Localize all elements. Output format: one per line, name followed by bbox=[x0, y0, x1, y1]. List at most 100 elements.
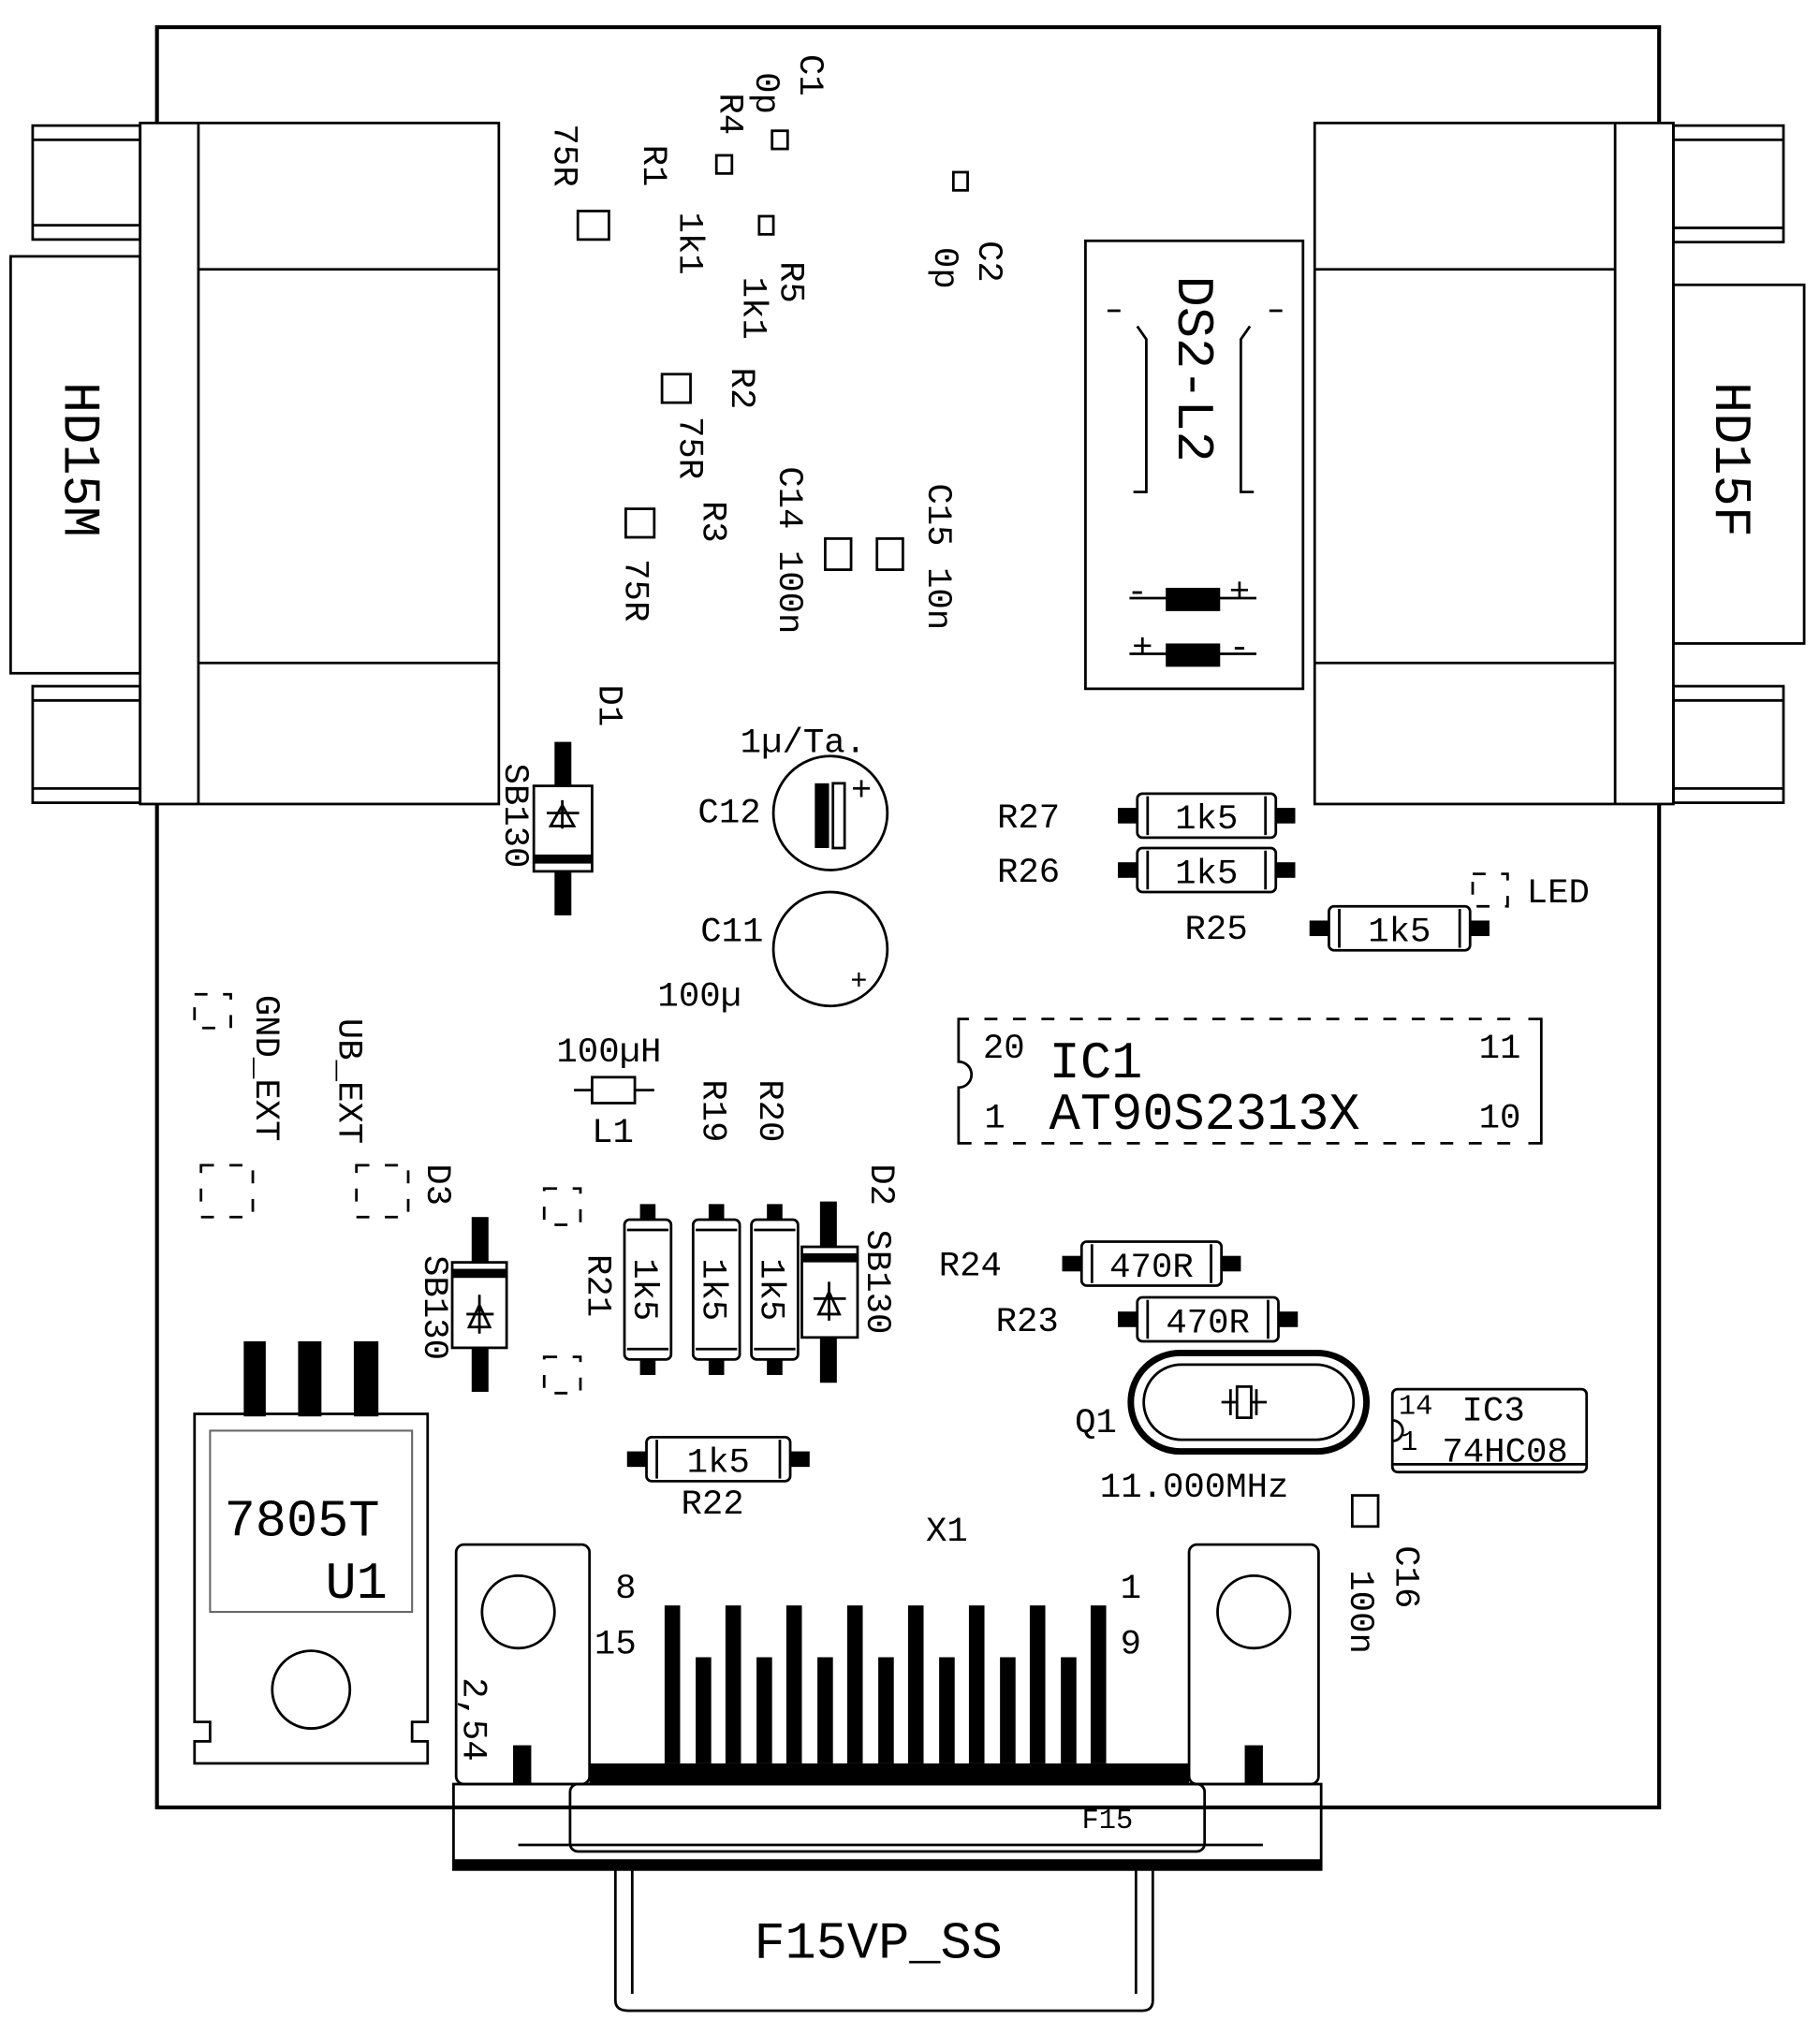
c2-value: 0p bbox=[924, 247, 963, 289]
ic1-label: IC1 bbox=[1049, 1034, 1143, 1093]
x1-pin bbox=[1090, 1605, 1107, 1763]
x1-pin bbox=[725, 1605, 741, 1763]
d2-value: SB130 bbox=[857, 1229, 896, 1334]
x1-pin bbox=[785, 1605, 802, 1763]
r21-label: R21 bbox=[577, 1254, 616, 1317]
r4-label: R4 bbox=[709, 93, 748, 135]
x1-pin bbox=[1000, 1657, 1016, 1763]
ic1-part: AT90S2313X bbox=[1049, 1086, 1360, 1145]
c12-value: 1µ/Ta. bbox=[741, 724, 866, 764]
x1-pin1: 1 bbox=[1121, 1570, 1141, 1609]
r22-label: R22 bbox=[681, 1485, 743, 1525]
c1-value: 0p bbox=[745, 72, 785, 114]
resistor-r22: 1k5 bbox=[626, 1435, 810, 1484]
ic1-pin1: 1 bbox=[984, 1100, 1005, 1139]
r25-label: R25 bbox=[1185, 911, 1248, 950]
inductor-l1: 100µH L1 bbox=[556, 1033, 661, 1153]
c11-value: 100µ bbox=[657, 978, 741, 1017]
r26-value: 1k5 bbox=[1175, 855, 1238, 894]
d2-label: D2 bbox=[860, 1163, 900, 1206]
ic1-at90s2313: 20 1 11 10 IC1 AT90S2313X bbox=[957, 1017, 1543, 1145]
diode-d1: D1 SB130 bbox=[494, 684, 628, 915]
ic3-part: 74HC08 bbox=[1442, 1434, 1567, 1473]
x1-pin bbox=[817, 1657, 833, 1763]
board-outline bbox=[154, 24, 1662, 1810]
c16-label: C16 bbox=[1385, 1545, 1424, 1608]
resistor-r24: 470R bbox=[1062, 1240, 1241, 1288]
c12-label: C12 bbox=[697, 794, 760, 833]
x1-pin bbox=[664, 1605, 681, 1763]
r20-label: R20 bbox=[749, 1079, 788, 1142]
regulator-u1: 7805T U1 bbox=[193, 1340, 430, 1765]
r5-label: R5 bbox=[770, 261, 809, 303]
gnd-ext-label: GND_EXT bbox=[245, 995, 285, 1142]
x1-pin15: 15 bbox=[594, 1625, 637, 1664]
resistor-r20: 1k5 bbox=[750, 1204, 800, 1375]
x1-pins bbox=[664, 1605, 1107, 1763]
r20-value: 1k5 bbox=[751, 1258, 790, 1321]
smd-labels: C1 0p R4 R1 75R 1k1 R5 1k1 R2 75R R3 75R… bbox=[543, 54, 1424, 1654]
x1-type-label: F15VP_SS bbox=[754, 1914, 1003, 1973]
x1-pin8: 8 bbox=[615, 1570, 636, 1609]
r23-label: R23 bbox=[996, 1303, 1059, 1342]
x1-pin bbox=[1029, 1605, 1046, 1763]
capacitor-c11: + C11 100µ bbox=[657, 890, 889, 1017]
resistor-r19: 1k5 bbox=[691, 1204, 741, 1375]
ic3-pin14: 14 bbox=[1399, 1391, 1433, 1423]
capacitor-c12: + 1µ/Ta. C12 bbox=[697, 724, 889, 871]
l1-label: L1 bbox=[592, 1114, 634, 1153]
pitch-label: 2,54 bbox=[452, 1677, 492, 1762]
diode-d2: D2 SB130 bbox=[800, 1163, 900, 1383]
r23-value: 470R bbox=[1166, 1304, 1250, 1343]
r3-label: R3 bbox=[692, 501, 731, 543]
d3-value: SB130 bbox=[414, 1255, 453, 1360]
ic1-pin11: 11 bbox=[1479, 1030, 1521, 1069]
ds2-label: DS2-L2 bbox=[1163, 276, 1222, 462]
r1-label: R1 bbox=[633, 145, 672, 187]
u1-label: U1 bbox=[325, 1555, 387, 1614]
r25-value: 1k5 bbox=[1368, 914, 1431, 953]
r27-label: R27 bbox=[997, 799, 1060, 839]
minus-mark: - bbox=[1127, 574, 1148, 613]
c1-label: C1 bbox=[789, 54, 829, 96]
x1-pin bbox=[939, 1657, 955, 1763]
q1-label: Q1 bbox=[1075, 1404, 1117, 1443]
x1-pin bbox=[756, 1657, 772, 1763]
connector-hd15f: HD15F bbox=[1313, 122, 1806, 806]
ic1-pin20: 20 bbox=[983, 1030, 1025, 1069]
diode-d3: D3 SB130 bbox=[414, 1163, 508, 1392]
resistor-r27: 1k5 bbox=[1118, 792, 1296, 840]
resistor-labels: R27 R26 R25 R22 R24 R23 R19 R20 R21 bbox=[577, 799, 1247, 1525]
q1-value: 11.000MHz bbox=[1100, 1469, 1289, 1508]
u1-part: 7805T bbox=[225, 1492, 380, 1551]
resistor-r21: 1k5 bbox=[623, 1204, 673, 1375]
hd15f-label: HD15F bbox=[1700, 382, 1759, 537]
x1-pin bbox=[1061, 1657, 1077, 1763]
x1-pin bbox=[846, 1605, 863, 1763]
crystal-q1: Q1 11.000MHz bbox=[1075, 1349, 1371, 1508]
plus-mark: + bbox=[1132, 630, 1152, 669]
r22-value: 1k5 bbox=[687, 1444, 750, 1484]
c15-label: C15 10n bbox=[917, 483, 957, 630]
x1-pin bbox=[907, 1605, 924, 1763]
r19-value: 1k5 bbox=[692, 1258, 731, 1321]
ic3-74hc08: 14 1 IC3 74HC08 bbox=[1390, 1387, 1589, 1474]
x1-pin bbox=[878, 1657, 894, 1763]
vertical-resistors: 1k5 1k5 1k5 bbox=[623, 1204, 800, 1375]
c14-label: C14 100n bbox=[769, 466, 808, 634]
resistor-r23: 470R bbox=[1118, 1295, 1299, 1343]
r27-value: 1k5 bbox=[1175, 800, 1238, 840]
d1-label: D1 bbox=[589, 684, 628, 726]
r3-value: 75R bbox=[614, 559, 653, 622]
plus-mark: + bbox=[850, 967, 867, 999]
plus-mark: + bbox=[851, 772, 872, 812]
x1-label: X1 bbox=[926, 1513, 968, 1552]
led-label: LED bbox=[1527, 874, 1590, 914]
r2-value: 75R bbox=[668, 417, 708, 479]
r2-label: R2 bbox=[721, 368, 760, 410]
relay-ds2-l2: DS2-L2 - + + - bbox=[1084, 239, 1305, 691]
ub-ext-label: UB_EXT bbox=[329, 1018, 368, 1144]
resistor-r25: 1k5 bbox=[1309, 904, 1490, 953]
